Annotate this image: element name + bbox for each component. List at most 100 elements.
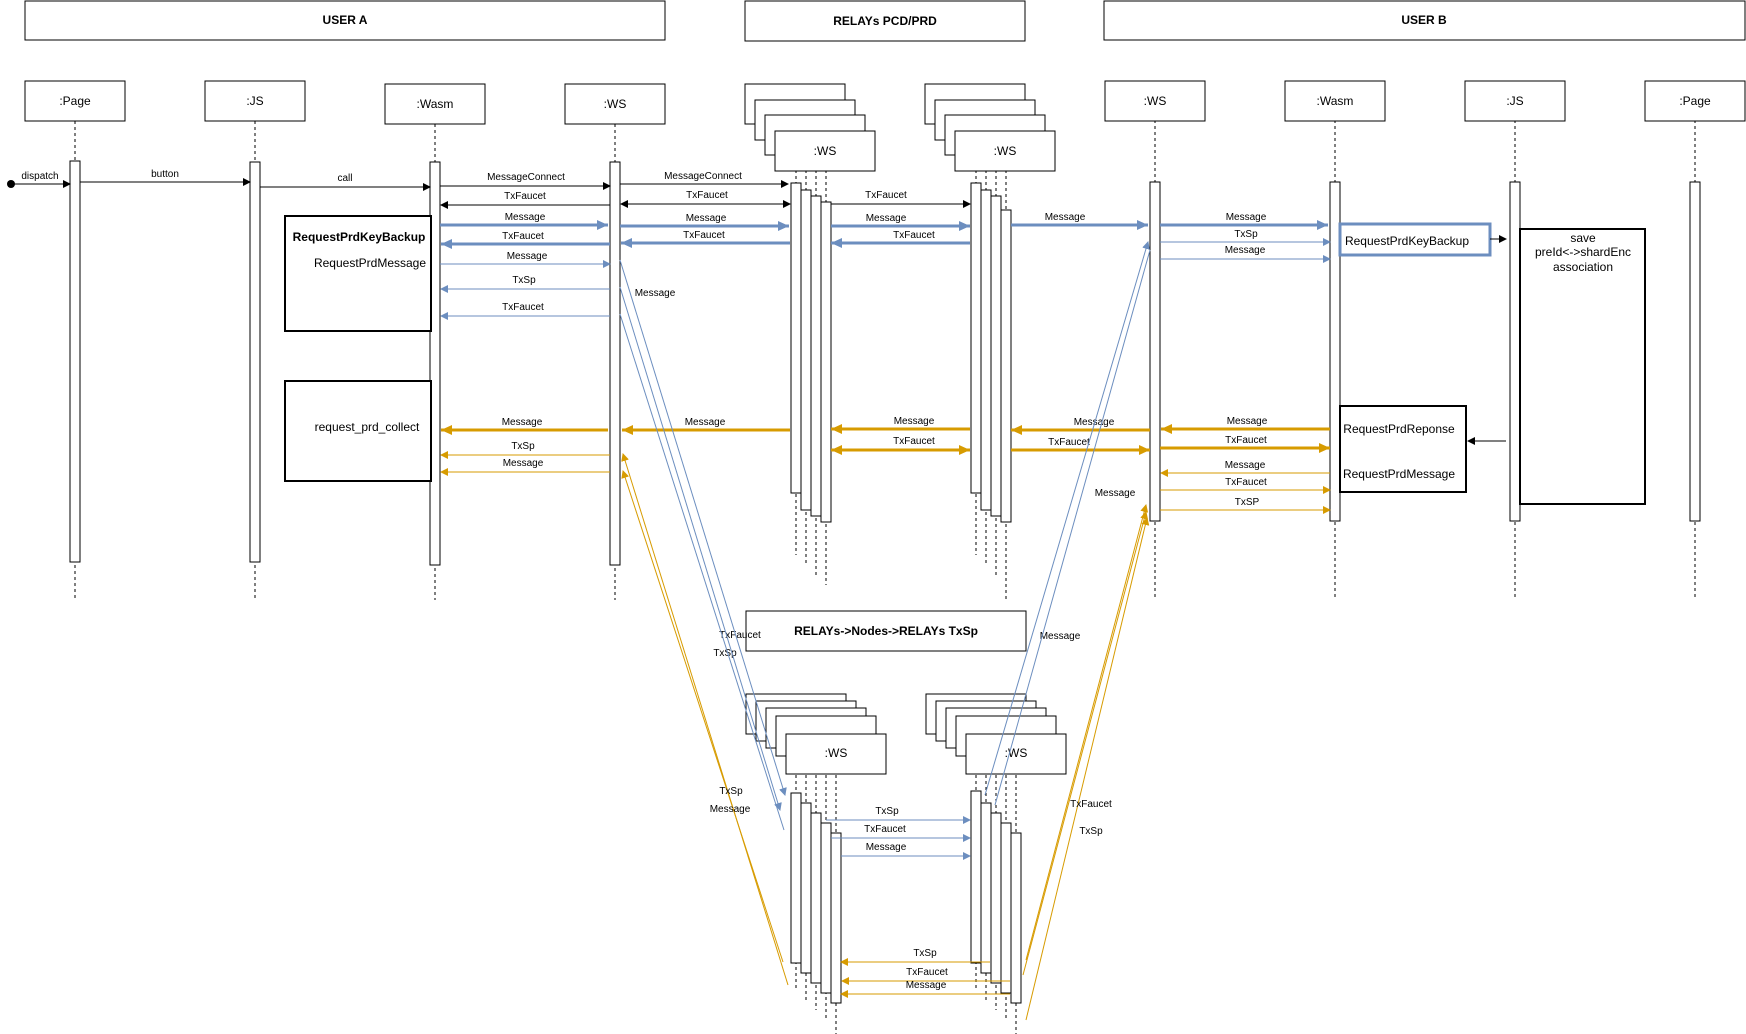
label-txsp-n1: TxSp: [713, 648, 737, 659]
label-message-a3: Message: [502, 417, 543, 428]
svg-text:association: association: [1553, 260, 1613, 274]
svg-text::WS: :WS: [604, 97, 627, 111]
label-message-n3: Message: [866, 842, 907, 853]
label-txfaucet-n4: TxFaucet: [906, 967, 948, 978]
box-b-request-prd-key-backup: RequestPrdKeyBackup: [1338, 222, 1492, 257]
label-message-connect-2: MessageConnect: [664, 171, 742, 182]
label-message-out1: Message: [635, 288, 676, 299]
lifeline-relay-1-label: :WS: [814, 144, 837, 158]
svg-text::Page: :Page: [59, 94, 91, 108]
svg-text:preId<->shardEnc: preId<->shardEnc: [1535, 245, 1631, 259]
label-txsp-n5: TxSp: [1079, 826, 1103, 837]
diagonal-orange-b1: [1025, 504, 1149, 961]
label-message-b2: Message: [1226, 212, 1267, 223]
label-txfaucet-r4: TxFaucet: [893, 230, 935, 241]
label-message-b5: Message: [1227, 416, 1268, 427]
lifeline-b-js: :JS: [1464, 80, 1566, 122]
label-message-n4: Message: [906, 980, 947, 991]
svg-text:RELAYs->Nodes->RELAYs TxSp: RELAYs->Nodes->RELAYs TxSp: [794, 624, 978, 638]
label-txfaucet-r6: TxFaucet: [1048, 437, 1090, 448]
lifeline-a-wasm: :Wasm: [384, 83, 486, 125]
diagonal-blue-b1: [984, 241, 1150, 796]
diagonal-blue-b2: [994, 249, 1151, 806]
label-txfaucet-b6: TxFaucet: [1225, 477, 1267, 488]
diagonal-orange-b3: [1025, 517, 1150, 1021]
svg-text::Wasm: :Wasm: [1317, 94, 1354, 108]
group-header-nodes: RELAYs->Nodes->RELAYs TxSp: [745, 610, 1027, 652]
svg-text:RequestPrdKeyBackup: RequestPrdKeyBackup: [1345, 234, 1469, 248]
svg-text:RequestPrdKeyBackup: RequestPrdKeyBackup: [293, 230, 426, 244]
svg-text::Page: :Page: [1679, 94, 1711, 108]
node-activation-bars: [790, 790, 1022, 1004]
svg-text::WS: :WS: [1144, 94, 1167, 108]
lifeline-relay-2-label: :WS: [994, 144, 1017, 158]
label-txfaucet-a1: TxFaucet: [504, 191, 546, 202]
label-txfaucet-r1: TxFaucet: [686, 190, 728, 201]
lifeline-a-ws: :WS: [564, 83, 666, 125]
label-txfaucet-a2: TxFaucet: [502, 231, 544, 242]
label-message-b3: Message: [1225, 245, 1266, 256]
label-txsp-b2: TxSP: [1235, 497, 1260, 508]
lifeline-b-wasm: :Wasm: [1284, 80, 1386, 122]
svg-text::Wasm: :Wasm: [417, 97, 454, 111]
relay-stack-right: [924, 83, 1056, 172]
lifeline-b-page: :Page: [1644, 80, 1746, 122]
diagonal-orange-a1: [621, 453, 789, 986]
label-button: button: [151, 169, 179, 180]
label-message-b4: Message: [1074, 417, 1115, 428]
label-message-a4: Message: [503, 458, 544, 469]
svg-text:USER A: USER A: [323, 13, 368, 27]
label-txsp-a2: TxSp: [511, 441, 535, 452]
label-message-a2: Message: [507, 251, 548, 262]
svg-text:RequestPrdMessage: RequestPrdMessage: [1343, 467, 1455, 481]
diagonal-orange-b2: [1022, 511, 1149, 976]
svg-text:RequestPrdMessage: RequestPrdMessage: [314, 256, 426, 270]
label-message-r3: Message: [685, 417, 726, 428]
lifeline-b-ws: :WS: [1104, 80, 1206, 122]
label-message-connect-1: MessageConnect: [487, 172, 565, 183]
svg-text:RequestPrdReponse: RequestPrdReponse: [1343, 422, 1455, 436]
label-message-b1: Message: [1045, 212, 1086, 223]
box-request-prd-key-backup: RequestPrdKeyBackup RequestPrdMessage: [284, 215, 432, 332]
svg-text:USER B: USER B: [1401, 13, 1447, 27]
diagonal-blue-a3: [619, 313, 785, 831]
node-stack-left: [745, 693, 887, 775]
label-txsp-a1: TxSp: [512, 275, 536, 286]
diagonal-blue-a1: [619, 259, 787, 796]
label-txsp-n2: TxSp: [719, 786, 743, 797]
activation-bars: [69, 160, 1701, 566]
svg-text:save: save: [1570, 231, 1596, 245]
label-txfaucet-r2: TxFaucet: [865, 190, 907, 201]
label-txfaucet-n1: TxFaucet: [719, 630, 761, 641]
lifeline-a-page: :Page: [24, 80, 126, 122]
relay-stack-left: [744, 83, 876, 172]
label-message-a1: Message: [505, 212, 546, 223]
svg-text::JS: :JS: [1506, 94, 1523, 108]
lifeline-a-js: :JS: [204, 80, 306, 122]
label-message-b6: Message: [1225, 460, 1266, 471]
label-dispatch: dispatch: [21, 171, 58, 182]
label-message-b7: Message: [1095, 488, 1136, 499]
label-message-n1: Message: [1040, 631, 1081, 642]
label-txsp-n4: TxSp: [913, 948, 937, 959]
group-header-relays: RELAYs PCD/PRD: [744, 0, 1026, 42]
label-message-r4: Message: [894, 416, 935, 427]
label-message-n2: Message: [710, 804, 751, 815]
label-txfaucet-n3: TxFaucet: [864, 824, 906, 835]
svg-text:request_prd_collect: request_prd_collect: [315, 420, 420, 434]
label-txfaucet-b5: TxFaucet: [1225, 435, 1267, 446]
label-txfaucet-r5: TxFaucet: [893, 436, 935, 447]
label-message-r2: Message: [866, 213, 907, 224]
label-txfaucet-n5: TxFaucet: [1070, 799, 1112, 810]
label-message-r1: Message: [686, 213, 727, 224]
diagonal-orange-a2: [621, 470, 784, 963]
label-txfaucet-a3: TxFaucet: [502, 302, 544, 313]
box-save-association: save preId<->shardEnc association: [1519, 228, 1646, 505]
label-txsp-b1: TxSp: [1234, 229, 1258, 240]
svg-text:RELAYs PCD/PRD: RELAYs PCD/PRD: [833, 14, 937, 28]
diagonal-blue-a2: [619, 286, 782, 811]
box-request-prd-collect: request_prd_collect: [284, 380, 432, 482]
node-stack-right: [925, 693, 1067, 775]
group-header-user-b: USER B: [1103, 0, 1746, 41]
